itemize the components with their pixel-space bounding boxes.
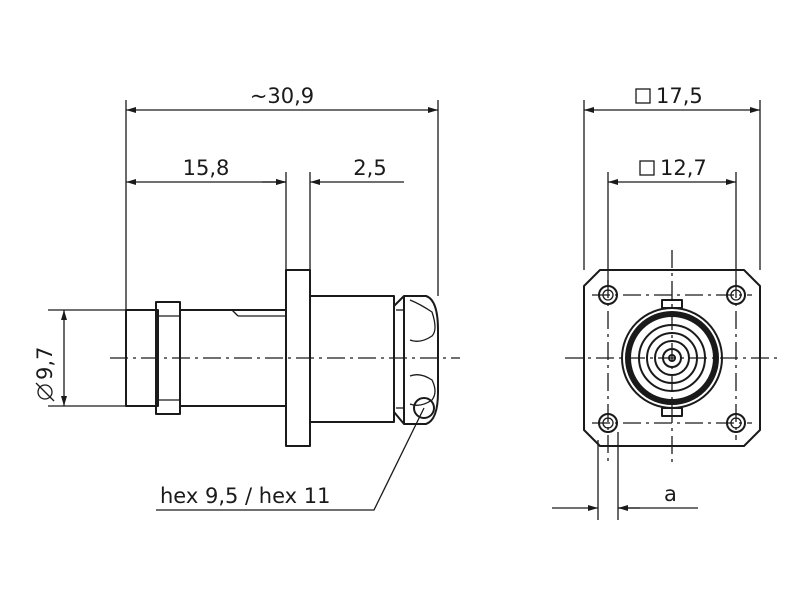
side-view: ~30,9 15,8 2,5 9,7 hex 9,5 / hex 11 — [33, 84, 460, 511]
mounting-hole-br — [726, 413, 746, 433]
hole-square-label: 12,7 — [660, 156, 707, 180]
outer-square-label: 17,5 — [656, 84, 703, 108]
hex-callout-label: hex 9,5 / hex 11 — [160, 484, 330, 508]
connector-thick-ring — [625, 311, 719, 405]
offset-label: a — [664, 482, 677, 506]
flange-square — [583, 269, 761, 447]
diameter-symbol — [37, 384, 53, 400]
connector-ring-2 — [638, 324, 706, 392]
overall-length-label: ~30,9 — [250, 84, 314, 108]
hex-nut — [393, 295, 439, 425]
flange-thickness-label: 2,5 — [353, 156, 386, 180]
front-barrel — [125, 309, 159, 407]
rear-body — [309, 295, 395, 423]
diameter-label: 9,7 — [33, 347, 57, 380]
front-view: 17,5 12,7 a — [552, 84, 780, 520]
connector-outer-ring — [621, 307, 723, 409]
mounting-hole-bl — [598, 413, 618, 433]
center-pin — [668, 354, 676, 362]
square-symbol-outer — [635, 88, 651, 104]
body-length-label: 15,8 — [183, 156, 230, 180]
hex-facet-mid — [409, 374, 436, 406]
square-symbol-hole — [639, 160, 655, 176]
connector-ring-5 — [662, 348, 682, 368]
hex-facet-top — [409, 299, 436, 342]
connector-ring-3 — [646, 332, 698, 384]
hex-nut-round — [413, 397, 435, 419]
hex-leader — [156, 407, 425, 511]
connector-ring-4 — [654, 340, 690, 376]
